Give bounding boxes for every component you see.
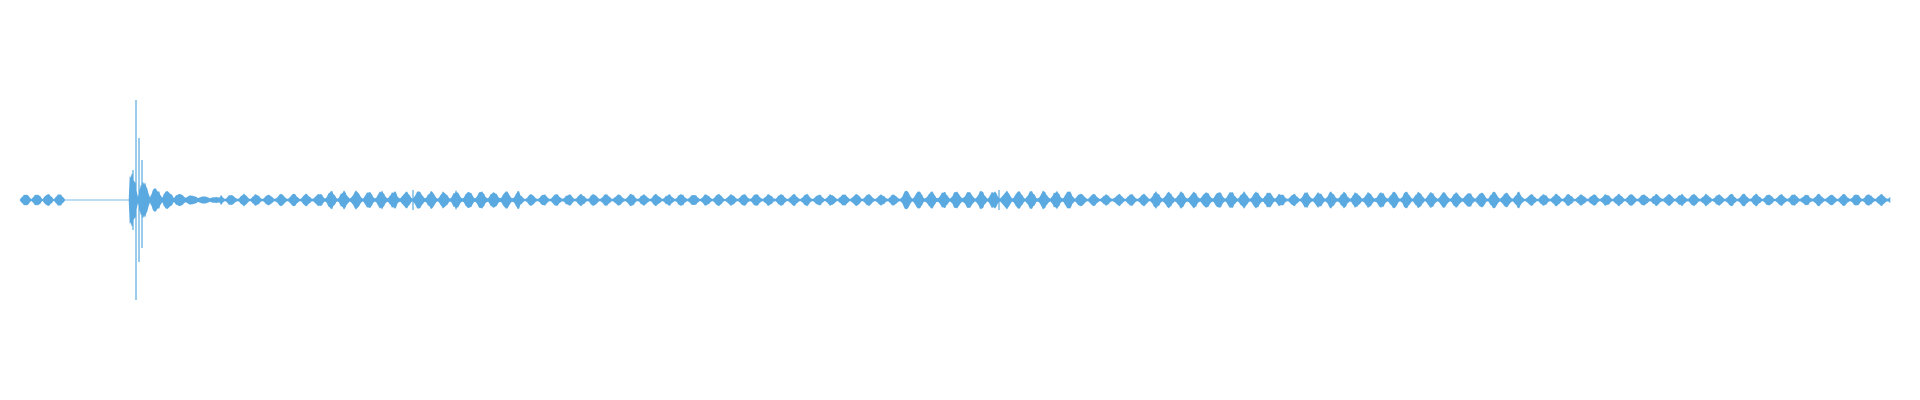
waveform-samples — [19, 100, 1891, 300]
waveform-envelope — [19, 173, 1891, 227]
